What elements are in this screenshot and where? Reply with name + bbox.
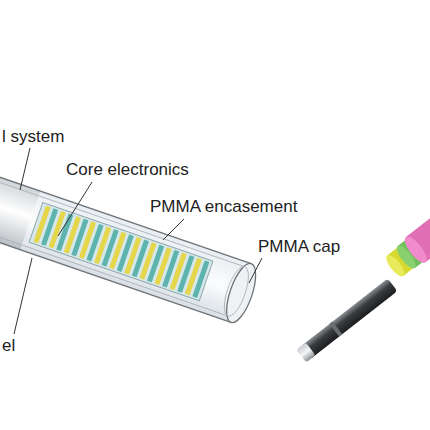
leader-lines [14,148,262,334]
part-label: PMMA cap [258,237,340,257]
part-label: PMMA encasement [150,197,297,217]
implant-schematic [0,171,262,326]
part-label: Core electronics [66,160,189,180]
part-label: el [2,336,15,356]
part-label: l system [2,127,64,147]
device-photo [296,212,430,362]
